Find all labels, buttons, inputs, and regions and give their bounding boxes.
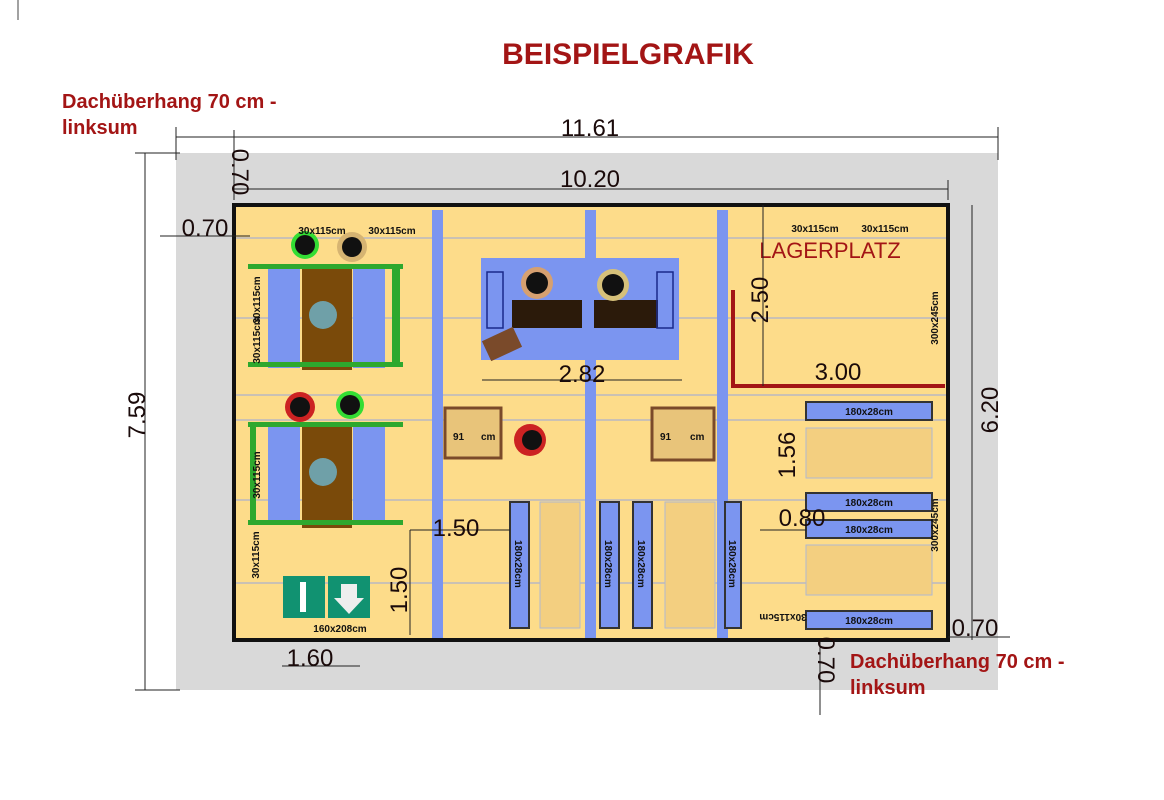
roof-note-bottom-line1: Dachüberhang 70 cm -: [850, 651, 1065, 673]
svg-text:cm: cm: [481, 432, 496, 443]
workstation-bottom-left: [248, 391, 403, 528]
arrow-down-icon: [334, 584, 364, 614]
window-label: 30x115cm: [861, 224, 908, 235]
dimension-lines: [135, 127, 1010, 715]
dim-shelf-spacing: 0.80: [779, 505, 826, 532]
storage-label: LAGERPLATZ: [759, 238, 900, 263]
dim-total-width: 11.61: [561, 115, 619, 142]
window-label: 30x115cm: [368, 226, 415, 237]
workstation-top-left: [248, 231, 403, 370]
wall-label: 300x245cm: [930, 498, 941, 551]
shelf-label-h4: 180x28cm: [845, 616, 893, 627]
svg-text:91: 91: [660, 432, 672, 443]
outer-wall: [232, 203, 950, 642]
shelf-label-v1: 180x28cm: [512, 540, 523, 588]
plant-icon: [309, 458, 337, 486]
storage-area-outline: [731, 290, 945, 388]
window-label: 30x115cm: [252, 316, 263, 363]
shelf-label-h2: 180x28cm: [845, 498, 893, 509]
window-label: 30x115cm: [251, 531, 262, 578]
dim-inner-width: 10.20: [560, 166, 620, 193]
dim-aisle-height: 1.50: [386, 567, 413, 614]
table-right: 91 cm: [650, 406, 716, 462]
chair-groups: [539, 427, 933, 629]
dim-door-width: 1.60: [287, 645, 334, 672]
svg-text:cm: cm: [690, 432, 705, 443]
partition-columns: [432, 210, 728, 638]
shelf-label-h1: 180x28cm: [845, 407, 893, 418]
counter: [481, 258, 679, 362]
shelf-label-v4: 180x28cm: [726, 540, 737, 588]
dim-aisle-width: 1.50: [433, 515, 480, 542]
wall-label: 300x245cm: [930, 291, 941, 344]
table-left: 91 cm: [443, 406, 546, 460]
dim-inner-height: 6.20: [977, 387, 1004, 434]
horizontal-shelves: [805, 401, 933, 630]
door-label: 160x208cm: [313, 624, 366, 635]
page-title: BEISPIELGRAFIK: [502, 38, 754, 71]
roof-note-bottom-line2: linksum: [850, 677, 926, 699]
shelf-label-h3: 180x28cm: [845, 525, 893, 536]
svg-text:91: 91: [453, 432, 465, 443]
dim-left-overhang: 0.70: [182, 215, 229, 242]
window-label: 30x115cm: [298, 226, 345, 237]
dim-bottom-overhang: 0.70: [812, 637, 839, 684]
roof-note-top-line2: linksum: [62, 117, 138, 139]
dim-storage-height: 2.50: [747, 277, 774, 324]
shelf-label-v2: 180x28cm: [602, 540, 613, 588]
window-label: 30x115cm: [759, 611, 806, 622]
dim-storage-width: 3.00: [815, 359, 862, 386]
dim-shelf-gap: 1.56: [774, 432, 801, 479]
window-label: 30x115cm: [252, 276, 263, 323]
shelf-label-v3: 180x28cm: [635, 540, 646, 588]
dim-right-overhang: 0.70: [952, 615, 999, 642]
dim-top-overhang: 0.70: [226, 149, 253, 196]
dim-counter-width: 2.82: [559, 361, 606, 388]
dim-total-height: 7.59: [124, 392, 151, 439]
plant-icon: [309, 301, 337, 329]
vertical-shelves: [509, 501, 742, 629]
window-label: 30x115cm: [791, 224, 838, 235]
roof-note-top-line1: Dachüberhang 70 cm -: [62, 91, 277, 113]
window-label: 30x115cm: [252, 451, 263, 498]
exit-sign-icon: [283, 576, 370, 618]
